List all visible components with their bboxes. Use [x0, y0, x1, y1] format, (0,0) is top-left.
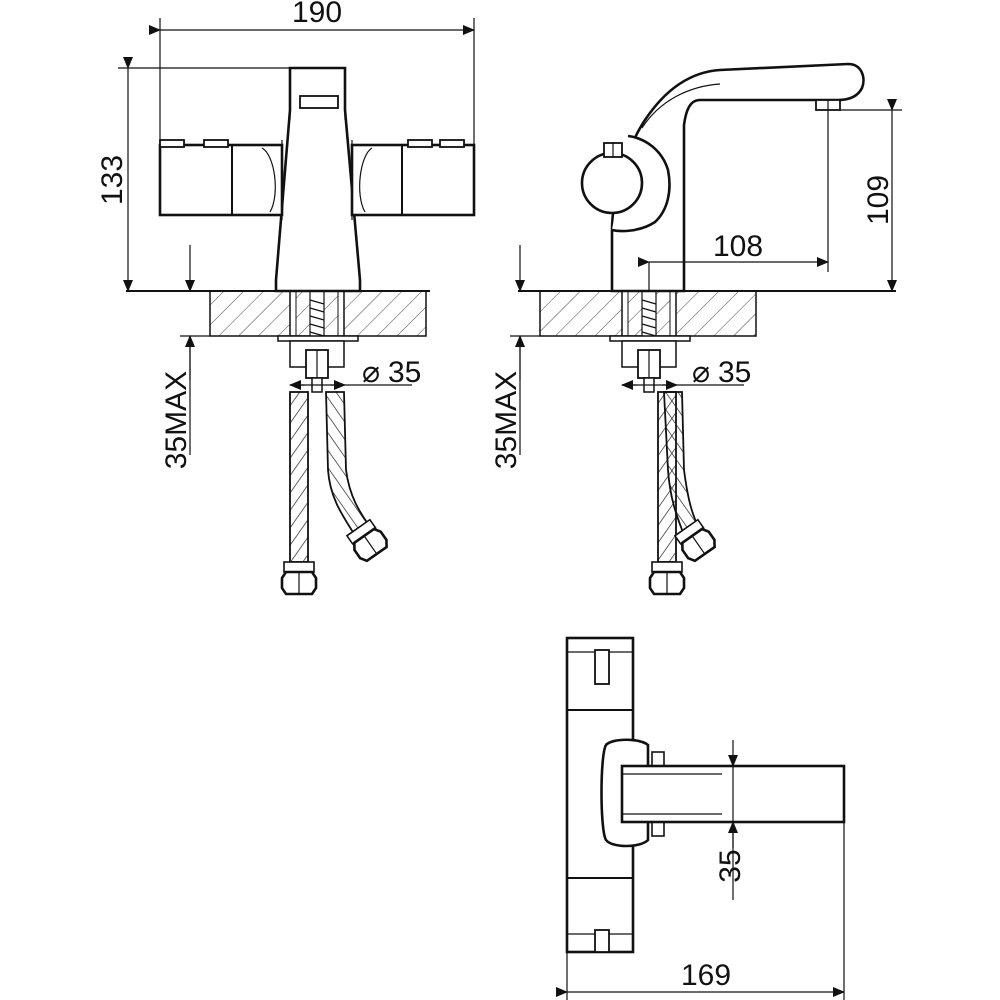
side-handle — [580, 134, 671, 233]
front-right-handle — [350, 139, 476, 217]
top-spout-width-label: 35 — [714, 849, 747, 882]
side-spout-height-label: 109 — [862, 175, 895, 225]
front-view: 190 133 35MAX ⌀ 35 — [96, 0, 476, 596]
front-hole-label: 35 — [388, 356, 421, 389]
side-reach-dimension: 108 — [638, 110, 829, 290]
side-deck-label: 35MAX — [490, 371, 523, 469]
side-hole-dimension: ⌀ 35 — [621, 356, 751, 390]
front-width-dimension: 190 — [149, 0, 475, 145]
front-deck-label: 35MAX — [160, 371, 193, 469]
side-view: 108 109 35MAX ⌀ 35 — [490, 62, 902, 596]
side-deck-dimension: 35MAX — [490, 245, 540, 469]
top-spout-width-dimension: 35 — [714, 740, 747, 900]
front-supply-hoses — [280, 391, 388, 596]
front-left-handle — [158, 139, 284, 217]
top-depth-label: 169 — [681, 959, 731, 992]
side-supply-hoses — [648, 391, 716, 596]
side-hole-label: 35 — [718, 356, 751, 389]
front-height-dimension: 133 — [96, 57, 290, 292]
top-depth-dimension: 169 — [556, 822, 845, 1000]
side-hole-prefix: ⌀ — [692, 356, 710, 389]
front-width-label: 190 — [292, 0, 342, 29]
front-height-label: 133 — [96, 155, 129, 205]
front-hole-dimension: ⌀ 35 — [289, 356, 421, 390]
side-spout-height-dimension: 109 — [840, 99, 902, 292]
side-reach-label: 108 — [713, 230, 763, 263]
front-hole-prefix: ⌀ — [362, 356, 380, 389]
front-deck-dimension: 35MAX — [160, 245, 210, 469]
top-view: 35 169 — [556, 636, 846, 1000]
